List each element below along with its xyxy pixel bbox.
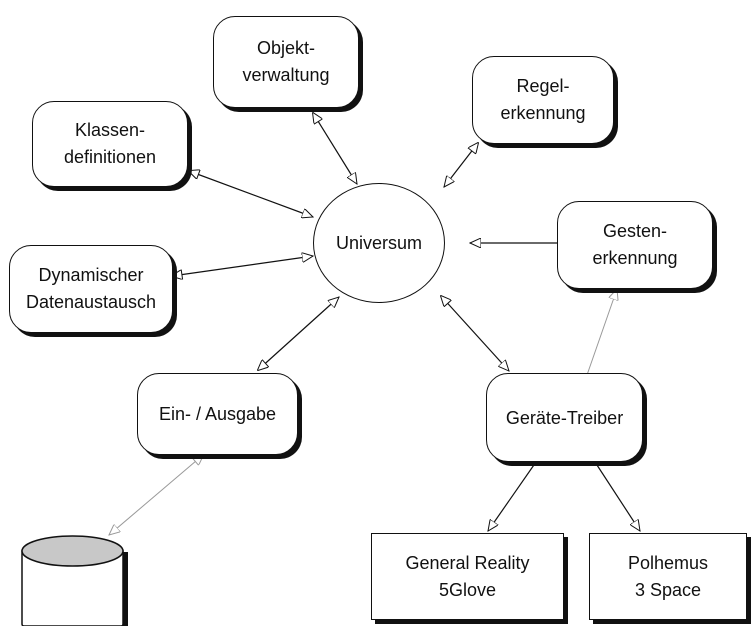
node-objektverwaltung[interactable]: Objekt- verwaltung xyxy=(213,16,359,108)
edge-regelerkennung-universum xyxy=(444,143,478,187)
node-gestenerkennung[interactable]: Gesten- erkennung xyxy=(557,201,713,289)
edge-einausgabe-database xyxy=(109,455,203,535)
node-regelerkennung-label: Regel- erkennung xyxy=(500,76,586,123)
node-klassendefinitionen-label: Klassen- definitionen xyxy=(63,120,157,167)
node-universum-label: Universum xyxy=(335,232,423,253)
node-general-reality-5glove[interactable]: General Reality 5Glove xyxy=(371,533,564,620)
edge-klassendefinitionen-universum xyxy=(189,171,313,217)
node-general-reality-label: General Reality 5Glove xyxy=(405,552,530,600)
node-objektverwaltung-label: Objekt- verwaltung xyxy=(242,38,330,85)
node-polhemus-3space[interactable]: Polhemus 3 Space xyxy=(589,533,747,620)
node-regelerkennung[interactable]: Regel- erkennung xyxy=(472,56,614,144)
edge-einausgabe-universum xyxy=(258,297,339,370)
node-klassendefinitionen[interactable]: Klassen- definitionen xyxy=(32,101,188,187)
node-geraete-treiber[interactable]: Geräte-Treiber xyxy=(486,373,643,462)
edge-objektverwaltung-universum xyxy=(313,113,357,184)
node-polhemus-label: Polhemus 3 Space xyxy=(627,552,709,600)
edge-geraetetreiber-polhemus xyxy=(594,461,640,531)
node-universum[interactable]: Universum xyxy=(313,183,445,303)
edge-universum-geraetetreiber xyxy=(441,296,509,371)
node-datenaustausch-label: Dynamischer Datenaustausch xyxy=(25,265,157,312)
node-ein-ausgabe[interactable]: Ein- / Ausgabe xyxy=(137,373,298,455)
database-icon xyxy=(21,535,128,626)
node-dynamischer-datenaustausch[interactable]: Dynamischer Datenaustausch xyxy=(9,245,173,333)
edge-geraetetreiber-generalreality xyxy=(488,461,537,531)
node-gestenerkennung-label: Gesten- erkennung xyxy=(592,221,678,268)
node-ein-ausgabe-label: Ein- / Ausgabe xyxy=(158,403,277,424)
edge-geraetetreiber-gestenerkennung xyxy=(586,289,617,376)
edge-datenaustausch-universum xyxy=(172,256,313,276)
node-geraete-treiber-label: Geräte-Treiber xyxy=(505,408,624,428)
